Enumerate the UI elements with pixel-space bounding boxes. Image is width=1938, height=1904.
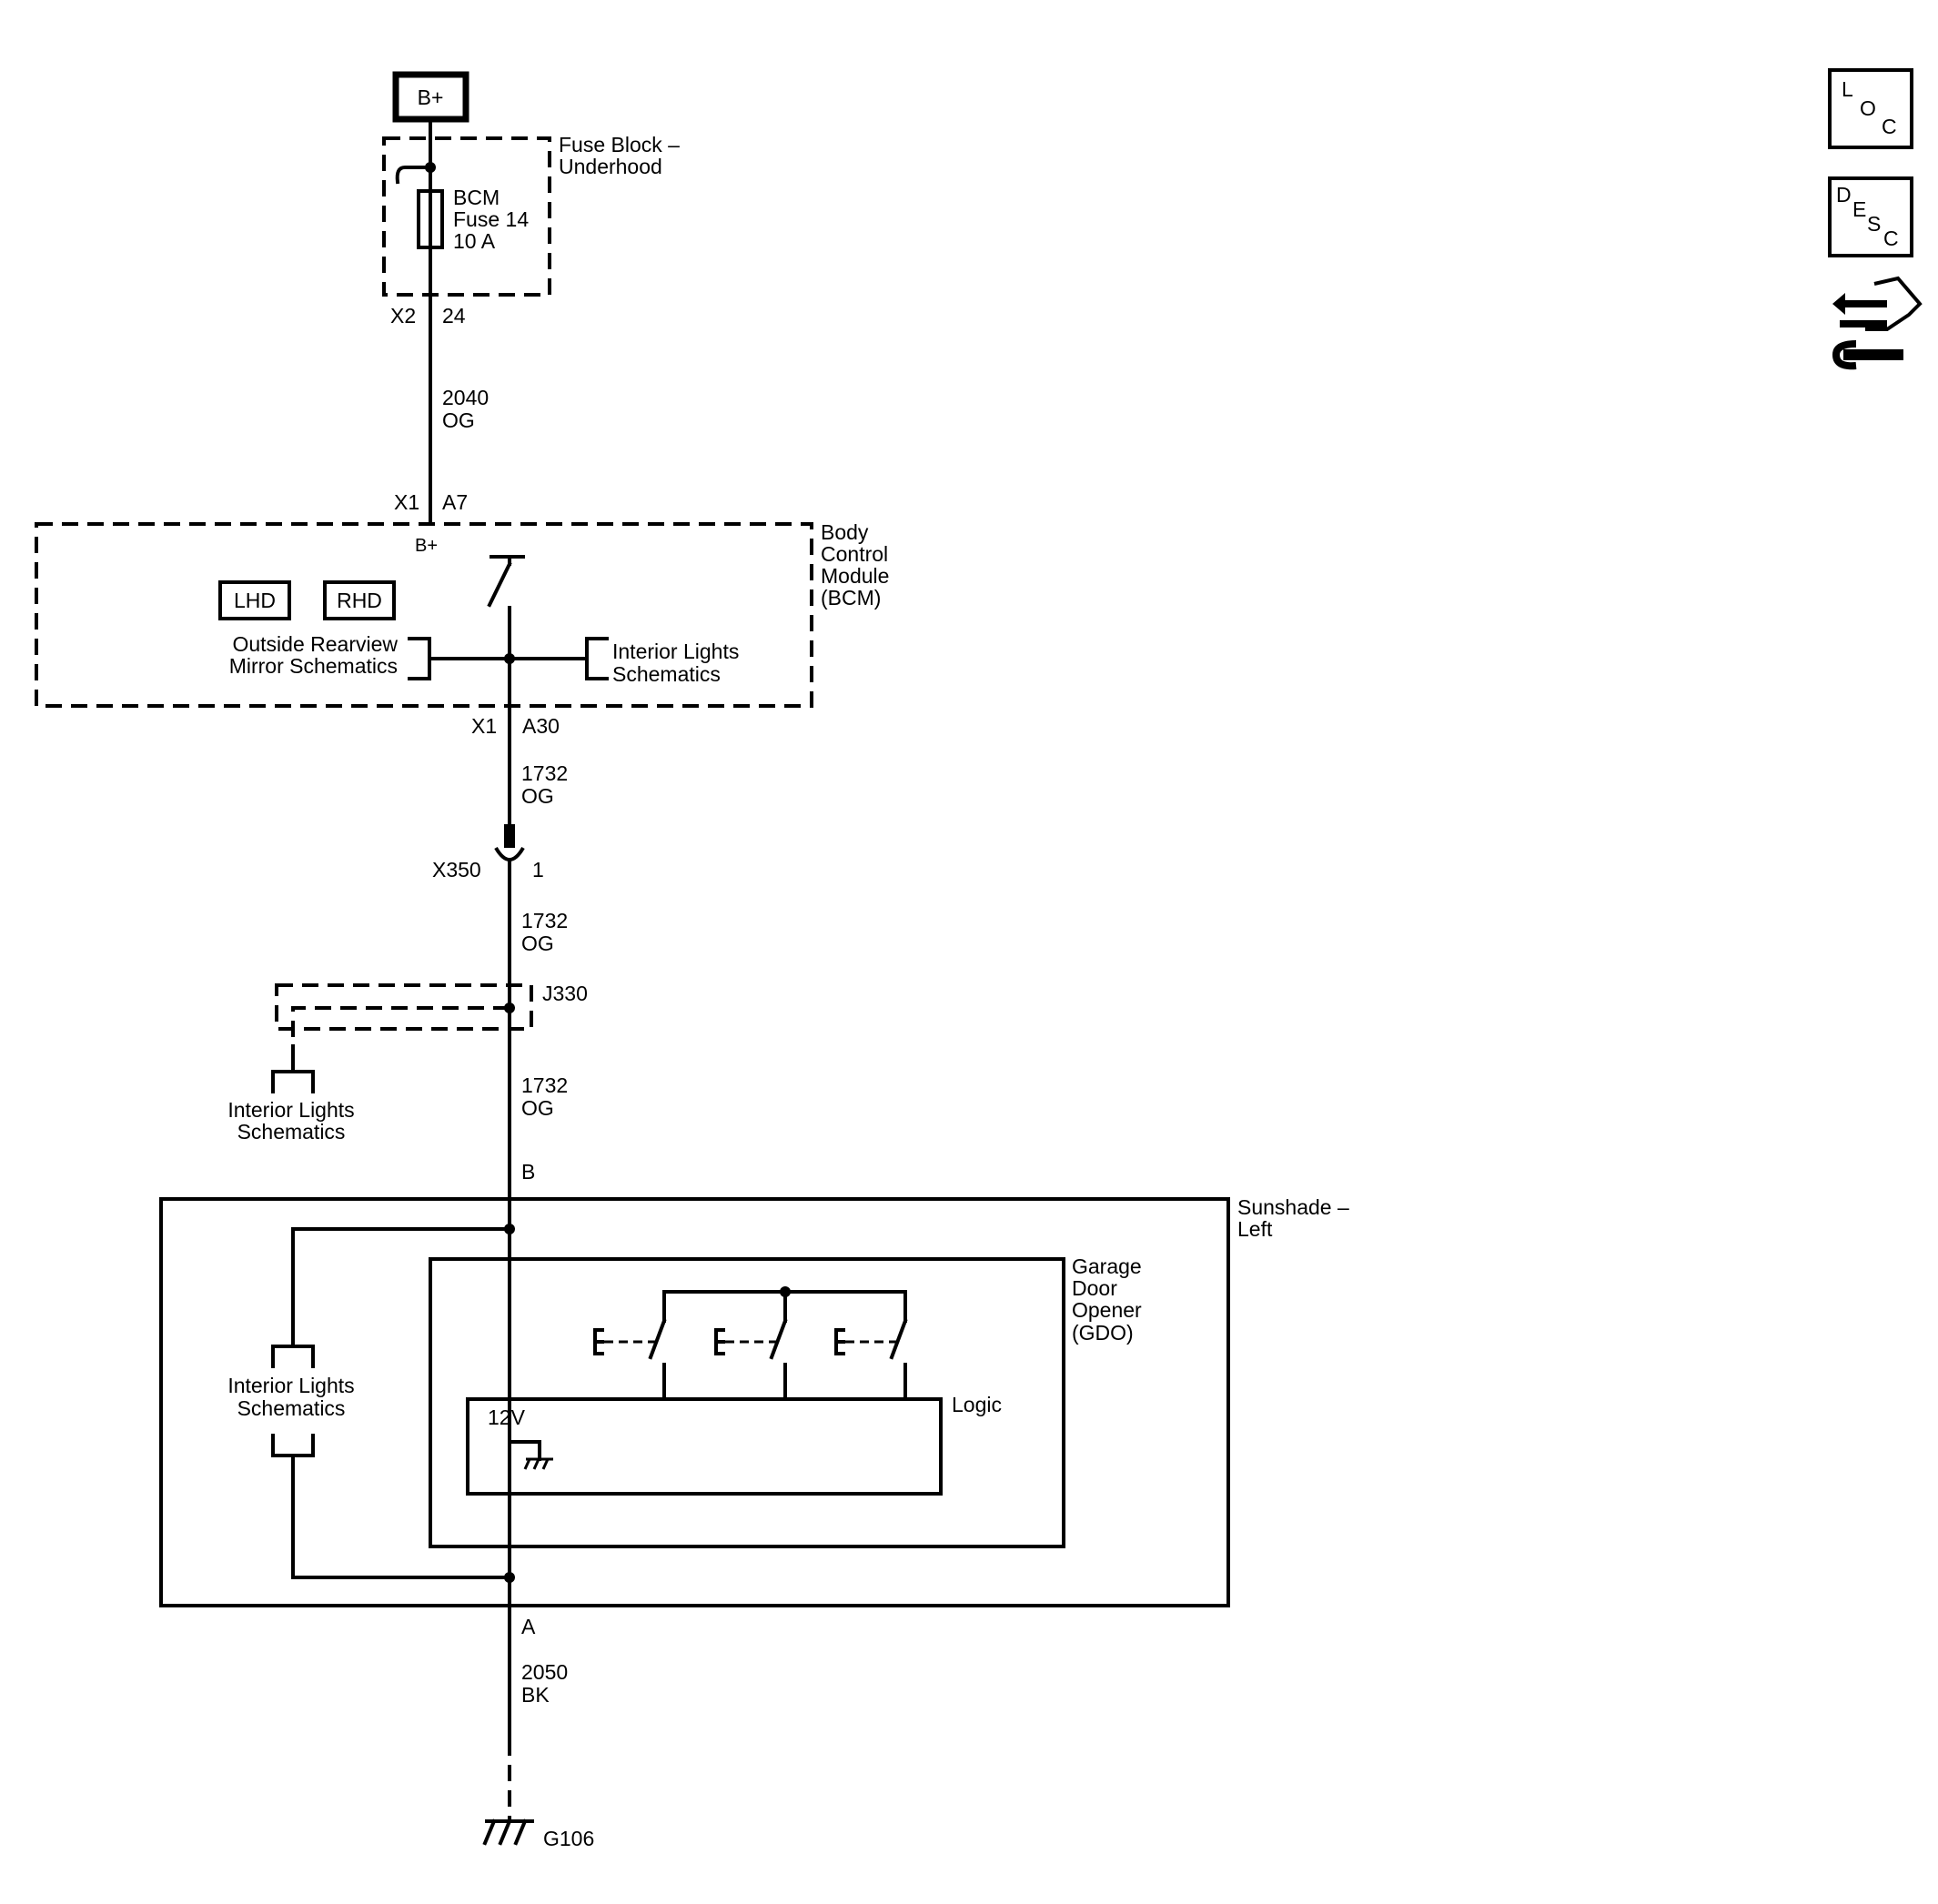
- battery-supply-label: B+: [418, 86, 444, 109]
- fuse-block-pin: 24: [442, 304, 466, 327]
- loc-button[interactable]: L O C: [1828, 68, 1913, 149]
- gdo-title-3: Opener: [1072, 1298, 1142, 1322]
- option-rhd-box: [323, 580, 396, 620]
- fuse-label-2: Fuse 14: [453, 207, 529, 231]
- desc-button[interactable]: D E S C: [1828, 176, 1913, 257]
- gdo-voltage-label: 12V: [488, 1405, 526, 1429]
- wire-2040-color: OG: [442, 408, 475, 432]
- gdo-logic-label: Logic: [952, 1393, 1002, 1416]
- gdo-title-4: (GDO): [1072, 1321, 1134, 1345]
- x350-name: X350: [432, 858, 481, 881]
- sunshade-left: Sunshade – Left Interior Lights Schemati…: [159, 1195, 1349, 1607]
- bcm-pin-in: A7: [442, 490, 468, 514]
- gdo-title-2: Door: [1072, 1276, 1117, 1300]
- bcm-title-4: (BCM): [821, 586, 881, 609]
- wire-1732-c-color: OG: [521, 1096, 554, 1120]
- fuse-label-1: BCM: [453, 186, 500, 209]
- sunshade-pin-bottom: A: [521, 1615, 536, 1638]
- bcm-connector-out: X1: [471, 714, 497, 738]
- wire-1732-b-circuit: 1732: [521, 909, 568, 932]
- right-ref-line-1: Interior Lights: [612, 640, 739, 663]
- sunshade-ref-line-2: Schematics: [237, 1396, 346, 1420]
- loc-letter-o: O: [1860, 96, 1876, 120]
- fuse-label-3: 10 A: [453, 229, 496, 253]
- wire-2050-circuit: 2050: [521, 1660, 568, 1684]
- sunshade-title-1: Sunshade –: [1237, 1195, 1349, 1219]
- sunshade-title-2: Left: [1237, 1217, 1273, 1241]
- splice-j330: [271, 962, 533, 1201]
- fuse-block-underhood: Fuse Block – Underhood BCM Fuse 14 10 A: [382, 133, 680, 297]
- connector-tool-icon[interactable]: [1832, 276, 1923, 370]
- left-ref-line-2: Mirror Schematics: [229, 654, 398, 678]
- bcm-pin-out: A30: [522, 714, 560, 738]
- desc-letter-c: C: [1883, 227, 1899, 250]
- gdo-button-switch-2: [714, 1290, 788, 1401]
- fuse-bus-hook: [395, 166, 432, 185]
- bcm-title-3: Module: [821, 564, 889, 588]
- fuse-block-title-2: Underhood: [559, 155, 662, 178]
- splice-ref-line-1: Interior Lights: [227, 1098, 354, 1122]
- wire-1732-c-circuit: 1732: [521, 1073, 568, 1097]
- ground-g106-icon: [482, 1818, 534, 1846]
- fuse-block-connector: X2: [390, 304, 416, 327]
- bcm-title-1: Body: [821, 520, 869, 544]
- inline-connector-x350: [494, 824, 525, 966]
- option-rhd-label: RHD: [337, 589, 382, 612]
- option-lhd-box: [218, 580, 291, 620]
- loc-letter-c: C: [1882, 115, 1897, 138]
- battery-supply: B+: [392, 71, 469, 123]
- sunshade-pin-top: B: [521, 1160, 535, 1184]
- body-control-module: B+ Body Control Module (BCM) LHD RHD Out…: [35, 520, 889, 708]
- left-ref-bracket: [408, 637, 431, 680]
- bcm-internal-supply: B+: [415, 536, 438, 556]
- bcm-title-2: Control: [821, 542, 888, 566]
- gdo-title-1: Garage: [1072, 1254, 1142, 1278]
- x350-pin: 1: [532, 858, 544, 881]
- right-ref-line-2: Schematics: [612, 662, 721, 686]
- garage-door-opener: Garage Door Opener (GDO): [429, 1254, 1142, 1548]
- gdo-logic-block: [466, 1397, 943, 1496]
- left-ref-line-1: Outside Rearview: [232, 632, 398, 656]
- gdo-button-switch-3: [834, 1290, 908, 1401]
- wire-2040-circuit: 2040: [442, 386, 489, 409]
- fuse-block-title-1: Fuse Block –: [559, 133, 680, 156]
- right-ref-bracket: [585, 637, 609, 680]
- sunshade-ref-line-1: Interior Lights: [227, 1374, 354, 1397]
- sunshade-ref-bracket-top: [271, 1345, 315, 1368]
- option-lhd-label: LHD: [234, 589, 276, 612]
- wire-1732-a-circuit: 1732: [521, 761, 568, 785]
- loc-letter-l: L: [1842, 77, 1853, 101]
- splice-ref-line-2: Schematics: [237, 1120, 346, 1143]
- wire-1732-b-color: OG: [521, 932, 554, 955]
- wire-2050-color: BK: [521, 1683, 550, 1707]
- desc-letter-e: E: [1852, 197, 1866, 221]
- gdo-button-switch-1: [593, 1290, 667, 1401]
- bcm-switch-blade: [487, 561, 512, 608]
- splice-name: J330: [542, 982, 588, 1005]
- sunshade-ref-bracket-bottom: [271, 1434, 315, 1457]
- desc-letter-d: D: [1836, 183, 1852, 207]
- splice-ref-bracket: [271, 1070, 315, 1093]
- ground-name: G106: [543, 1827, 594, 1850]
- bcm-connector-in: X1: [394, 490, 419, 514]
- desc-letter-s: S: [1867, 212, 1881, 236]
- wire-1732-a-color: OG: [521, 784, 554, 808]
